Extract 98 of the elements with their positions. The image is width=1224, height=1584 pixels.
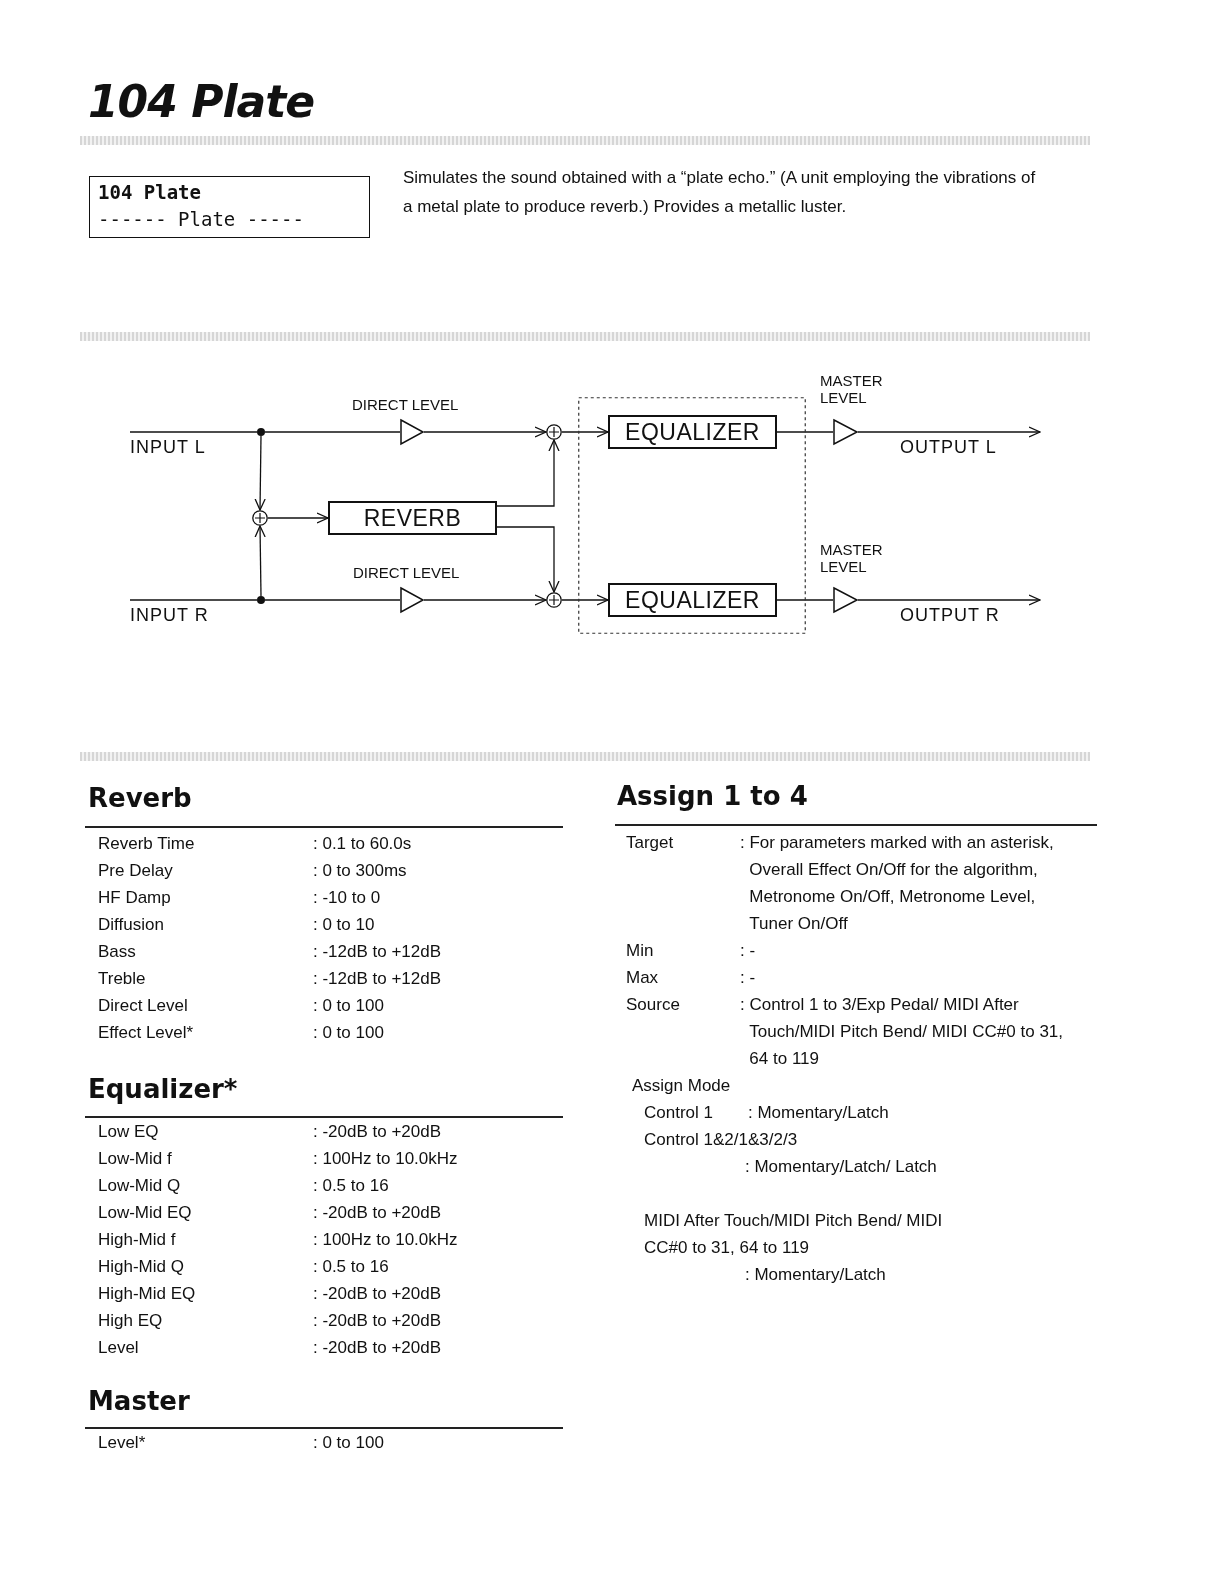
parameter-name: Control 1&2/1&3/2/3 xyxy=(644,1129,798,1151)
parameter-name: High EQ xyxy=(98,1310,163,1332)
parameter-value: : -20dB to +20dB xyxy=(313,1337,442,1359)
parameter-value: : 100Hz to 10.0kHz xyxy=(313,1229,458,1251)
parameter-name: Max xyxy=(626,967,659,989)
signal-arrow xyxy=(561,426,609,438)
signal-arrow xyxy=(496,526,560,593)
parameter-name: Low-Mid f xyxy=(98,1148,172,1170)
page-title: 104 Plate xyxy=(88,76,315,127)
amplifier-symbol xyxy=(400,419,424,445)
signal-arrow xyxy=(857,426,1041,438)
level-label: DIRECT LEVEL xyxy=(353,564,461,581)
parameter-name: High-Mid f xyxy=(98,1229,176,1251)
signal-label: INPUT R xyxy=(130,600,230,628)
parameter-value: : 0.1 to 60.0s xyxy=(313,833,412,855)
signal-arrow xyxy=(267,512,329,524)
parameter-value: : Momentary/Latch xyxy=(748,1102,889,1124)
junction-dot xyxy=(257,596,265,604)
parameter-name: Treble xyxy=(98,968,146,990)
parameter-name: Low EQ xyxy=(98,1121,159,1143)
mixer-symbol xyxy=(252,510,268,526)
parameter-value: : - xyxy=(740,967,756,989)
parameter-value: : Control 1 to 3/Exp Pedal/ MIDI After Touch/MIDI Pitch Bend/ MIDI CC#0 to 31, 64 to 119 xyxy=(740,994,1065,1070)
parameter-name: Source xyxy=(626,994,680,1016)
parameter-value: : 0 to 300ms xyxy=(313,860,407,882)
parameter-value: : 0 to 100 xyxy=(313,995,384,1017)
signal-line xyxy=(776,431,834,433)
signal-label: OUTPUT L xyxy=(900,432,1040,460)
parameter-name: Bass xyxy=(98,941,136,963)
effect-block: EQUALIZER xyxy=(608,415,777,449)
parameter-value: : Momentary/Latch/ Latch xyxy=(745,1156,938,1178)
effect-block: REVERB xyxy=(328,501,497,535)
level-label: MASTER LEVEL xyxy=(820,372,884,406)
parameter-value: : 0.5 to 16 xyxy=(313,1175,389,1197)
signal-line xyxy=(264,431,401,433)
parameter-value: : -12dB to +12dB xyxy=(313,941,442,963)
parameter-value: : -20dB to +20dB xyxy=(313,1202,442,1224)
parameter-name: MIDI After Touch/MIDI Pitch Bend/ MIDI CC#0 to 31, 64 to 119 xyxy=(644,1210,944,1259)
signal-line xyxy=(776,599,834,601)
description-text: Simulates the sound obtained with a “plate echo.” (A unit employing the vibrations of a metal plate to produce reverb.) Provides a metallic luster. xyxy=(403,167,1037,218)
signal-arrow xyxy=(496,439,560,507)
parameter-value: : -20dB to +20dB xyxy=(313,1121,442,1143)
signal-arrow xyxy=(561,594,609,606)
parameter-name: Low-Mid Q xyxy=(98,1175,181,1197)
signal-arrow xyxy=(254,435,266,511)
signal-line xyxy=(129,599,258,601)
signal-line xyxy=(264,599,401,601)
parameter-value: : -10 to 0 xyxy=(313,887,381,909)
parameter-name: Pre Delay xyxy=(98,860,173,882)
parameter-value: : - xyxy=(740,940,756,962)
signal-arrow xyxy=(857,594,1041,606)
parameter-name: Min xyxy=(626,940,654,962)
parameter-name: Control 1 xyxy=(644,1102,713,1124)
signal-label: INPUT L xyxy=(130,432,230,460)
mixer-symbol xyxy=(546,424,562,440)
parameter-name: Level* xyxy=(98,1432,146,1454)
parameter-value: : 0 to 100 xyxy=(313,1432,384,1454)
parameter-name: Direct Level xyxy=(98,995,188,1017)
parameter-name: Effect Level* xyxy=(98,1022,194,1044)
section-heading: Equalizer* xyxy=(88,1073,238,1105)
parameter-name: High-Mid EQ xyxy=(98,1283,196,1305)
display-text: 104 Plate xyxy=(98,180,202,205)
signal-arrow xyxy=(423,426,547,438)
display-text: ------ Plate ----- xyxy=(98,207,305,232)
parameter-value: : 0.5 to 16 xyxy=(313,1256,389,1278)
parameter-name: High-Mid Q xyxy=(98,1256,184,1278)
level-label: DIRECT LEVEL xyxy=(352,396,460,413)
parameter-value: : 0 to 10 xyxy=(313,914,375,936)
signal-label: OUTPUT R xyxy=(900,600,1040,628)
junction-dot xyxy=(257,428,265,436)
mixer-symbol xyxy=(546,592,562,608)
amplifier-symbol xyxy=(833,587,858,613)
section-heading: Master xyxy=(88,1385,190,1417)
effect-block: EQUALIZER xyxy=(608,583,777,617)
parameter-name: Low-Mid EQ xyxy=(98,1202,192,1224)
parameter-value: : -20dB to +20dB xyxy=(313,1310,442,1332)
signal-arrow xyxy=(423,594,547,606)
section-heading: Reverb xyxy=(88,782,192,814)
parameter-value: : -20dB to +20dB xyxy=(313,1283,442,1305)
parameter-name: Level xyxy=(98,1337,139,1359)
lcd-display xyxy=(89,176,370,238)
amplifier-symbol xyxy=(400,587,424,613)
parameter-value: : For parameters marked with an asterisk, Overall Effect On/Off for the algorithm, Metronome On/Off, Metronome Level, Tuner On/Off xyxy=(740,832,1055,935)
amplifier-symbol xyxy=(833,419,858,445)
parameter-value: : Momentary/Latch xyxy=(745,1264,886,1286)
signal-line xyxy=(129,431,258,433)
parameter-name: Target xyxy=(626,832,674,854)
parameter-name: Diffusion xyxy=(98,914,164,936)
level-label: MASTER LEVEL xyxy=(820,541,884,575)
section-heading: Assign 1 to 4 xyxy=(617,780,808,812)
parameter-value: : 0 to 100 xyxy=(313,1022,384,1044)
dashed-group-box xyxy=(578,397,806,634)
parameter-name: Reverb Time xyxy=(98,833,195,855)
parameter-value: : -12dB to +12dB xyxy=(313,968,442,990)
signal-arrow xyxy=(254,525,266,597)
parameter-name: HF Damp xyxy=(98,887,171,909)
parameter-value: : 100Hz to 10.0kHz xyxy=(313,1148,458,1170)
parameter-name: Assign Mode xyxy=(632,1075,731,1097)
